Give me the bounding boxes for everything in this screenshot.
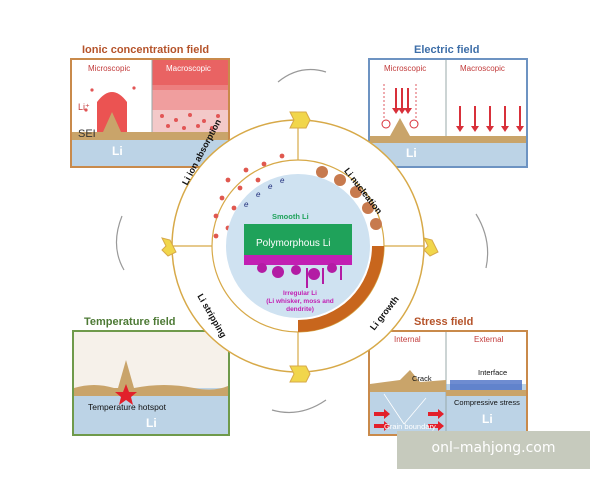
ionic-panel-graphic [72, 60, 228, 166]
irregular-li-line1: Irregular Li [283, 290, 317, 297]
stress-external-label: External [474, 335, 504, 344]
electron-label: e [256, 190, 261, 199]
cycle-chevrons [161, 111, 439, 383]
electron-label: e [280, 176, 285, 185]
watermark: onl–mahjong.com [397, 431, 590, 469]
stress-panel: Internal External Crack Interface Compre… [368, 330, 528, 436]
watermark-text: onl–mahjong.com [431, 440, 556, 456]
electric-panel-title: Electric field [414, 44, 480, 56]
temperature-panel-graphic [74, 332, 228, 405]
stress-interface-label: Interface [478, 368, 508, 377]
electron-label: e [244, 200, 249, 209]
ionic-panel-title: Ionic concentration field [82, 44, 210, 56]
growth-arc [298, 246, 384, 332]
electric-panel-graphic [370, 60, 526, 143]
temperature-panel-title: Temperature field [84, 316, 176, 328]
electric-macroscopic-label: Macroscopic [460, 64, 505, 73]
stress-crack-label: Crack [412, 374, 432, 383]
irregular-li-line2: (Li whisker, moss and dendrite) [266, 298, 334, 313]
stress-panel-title: Stress field [414, 316, 474, 328]
dendrite-shapes [257, 263, 342, 288]
temperature-hotspot-label: Temperature hotspot [88, 402, 166, 412]
temperature-panel: Temperature hotspot Li [72, 330, 230, 436]
ionic-li-label: Li [112, 144, 123, 158]
ionic-sei-label: SEI [78, 128, 96, 140]
ionic-li-ion-label: Li⁺ [78, 102, 90, 112]
nucleation-dots [316, 166, 382, 230]
stress-internal-label: Internal [394, 335, 421, 344]
stress-li-label: Li [482, 412, 493, 426]
ionic-panel: Microscopic Macroscopic Li⁺ SEI Li [70, 58, 230, 168]
stress-panel-graphic [370, 332, 526, 434]
electron-label: e [268, 182, 273, 191]
stress-grain-label: Grain boundary [384, 422, 436, 431]
temperature-li-label: Li [146, 416, 157, 430]
smooth-li-label: Smooth Li [272, 212, 309, 221]
polymorphous-li-label: Polymorphous Li [256, 238, 331, 249]
electric-panel: Microscopic Macroscopic Li [368, 58, 528, 168]
stress-compressive-label: Compressive stress [454, 398, 520, 407]
irregular-li-band [244, 255, 352, 265]
electric-microscopic-label: Microscopic [384, 64, 427, 73]
ionic-microscopic-label: Microscopic [88, 64, 131, 73]
electric-li-label: Li [406, 146, 417, 160]
polymorphous-li-band [244, 233, 352, 255]
transition-arrows [115, 69, 489, 413]
ionic-macroscopic-label: Macroscopic [166, 64, 211, 73]
irregular-li-label: Irregular Li (Li whisker, moss and dendr… [252, 290, 348, 314]
smooth-li-layer [244, 224, 352, 233]
